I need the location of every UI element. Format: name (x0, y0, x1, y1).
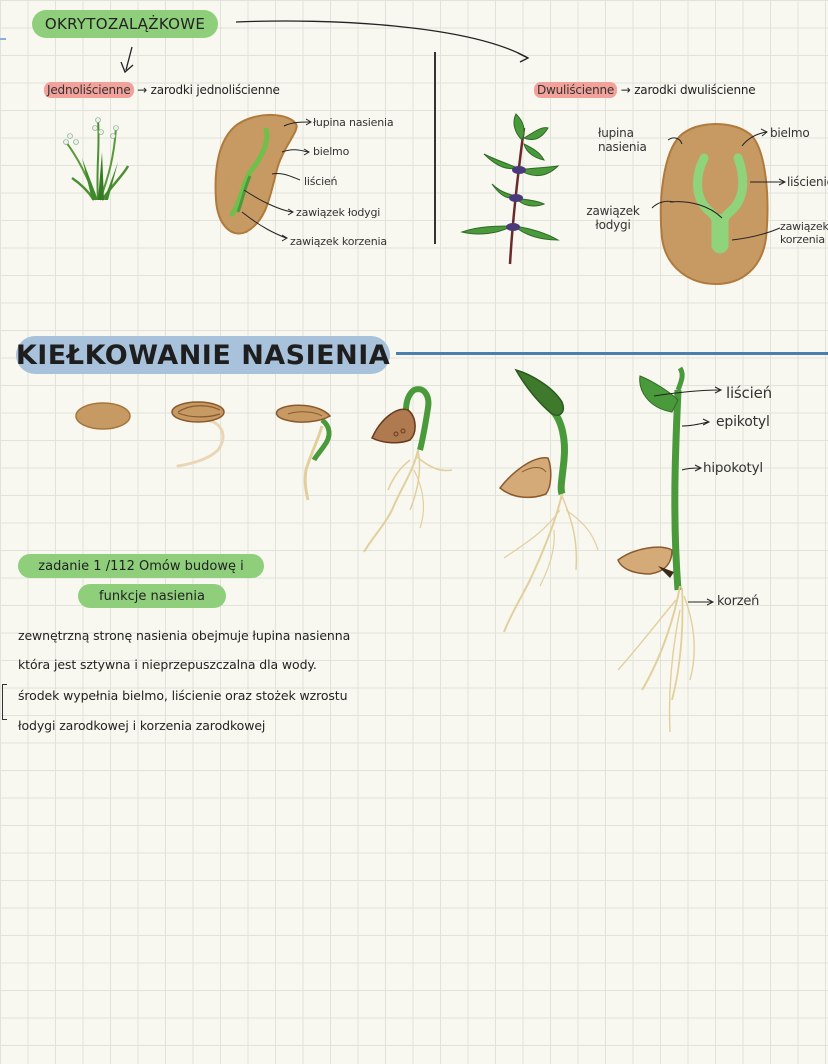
task-text-line-3: środek wypełnia bielmo, liścienie oraz s… (18, 688, 348, 703)
monocot-label-seed-coat: łupina nasienia (313, 116, 394, 129)
germination-label-cotyledon: liścień (726, 384, 772, 402)
germination-title-line (396, 352, 828, 355)
monocot-plant-illustration (63, 117, 130, 201)
dicot-label-root-bud-text: zawiązek korzenia (780, 220, 828, 246)
monocot-seed-illustration (214, 113, 298, 235)
margin-bracket (2, 684, 7, 720)
task-line-2: funkcje nasienia (99, 588, 205, 604)
germination-label-root: korzeń (717, 594, 760, 609)
dicot-label-endosperm: bielmo (770, 126, 810, 140)
title-arrows (120, 20, 530, 74)
monocot-label-lines (241, 118, 312, 242)
dicot-label-root-bud: zawiązek korzenia (780, 220, 828, 246)
dicot-term: Dwuliścienne (534, 82, 618, 98)
monocot-label-endosperm: bielmo (313, 145, 350, 158)
monocot-term: Jednoliścienne (44, 82, 134, 98)
monocot-label-stem-bud: zawiązek łodygi (296, 206, 381, 219)
germination-title: KIEŁKOWANIE NASIENIA (16, 336, 390, 374)
section-divider (434, 52, 436, 244)
dicot-label-cotyledons: liścienie (787, 175, 828, 189)
task-text-line-4: łodygi zarodkowej i korzenia zarodkowej (18, 718, 266, 733)
margin-line (0, 38, 6, 40)
monocot-desc: zarodki jednoliścienne (150, 83, 280, 97)
dicot-label-stem-bud-text: zawiązek łodygi (586, 204, 640, 232)
germination-title-text: KIEŁKOWANIE NASIENIA (15, 339, 391, 371)
germination-label-hypocotyl: hipokotyl (703, 460, 763, 476)
dicot-seed-illustration (659, 123, 769, 286)
task-text-line-2: która jest sztywna i nieprzepuszczalna d… (18, 657, 317, 672)
dicot-label-seed-coat-text: łupina nasienia (598, 126, 647, 154)
monocot-label-cotyledon: liścień (304, 175, 338, 188)
title-okrytozalazkowe: OKRYTOZALĄŻKOWE (32, 10, 218, 38)
task-text-line-1: zewnętrzną stronę nasienia obejmuje łupi… (18, 628, 351, 643)
dicot-header: Dwuliścienne → zarodki dwuliścienne (534, 82, 756, 98)
germination-stages-illustration (75, 366, 723, 733)
task-pill-1: zadanie 1 /112 Omów budowę i (18, 554, 264, 578)
monocot-label-root-bud: zawiązek korzenia (290, 235, 387, 248)
arrow-glyph: → (137, 83, 151, 97)
task-pill-2: funkcje nasienia (78, 584, 226, 608)
dicot-desc: zarodki dwuliścienne (634, 83, 756, 97)
monocot-header: Jednoliścienne → zarodki jednoliścienne (44, 82, 280, 98)
title-text: OKRYTOZALĄŻKOWE (44, 15, 206, 33)
dicot-label-stem-bud: zawiązek łodygi (578, 204, 648, 232)
task-line-1: zadanie 1 /112 Omów budowę i (38, 558, 244, 574)
arrow-glyph: → (620, 83, 635, 97)
dicot-label-lines (651, 128, 787, 241)
germination-label-epicotyl: epikotyl (716, 414, 770, 430)
dicot-label-seed-coat: łupina nasienia (598, 126, 668, 154)
dicot-plant-illustration (460, 113, 560, 265)
